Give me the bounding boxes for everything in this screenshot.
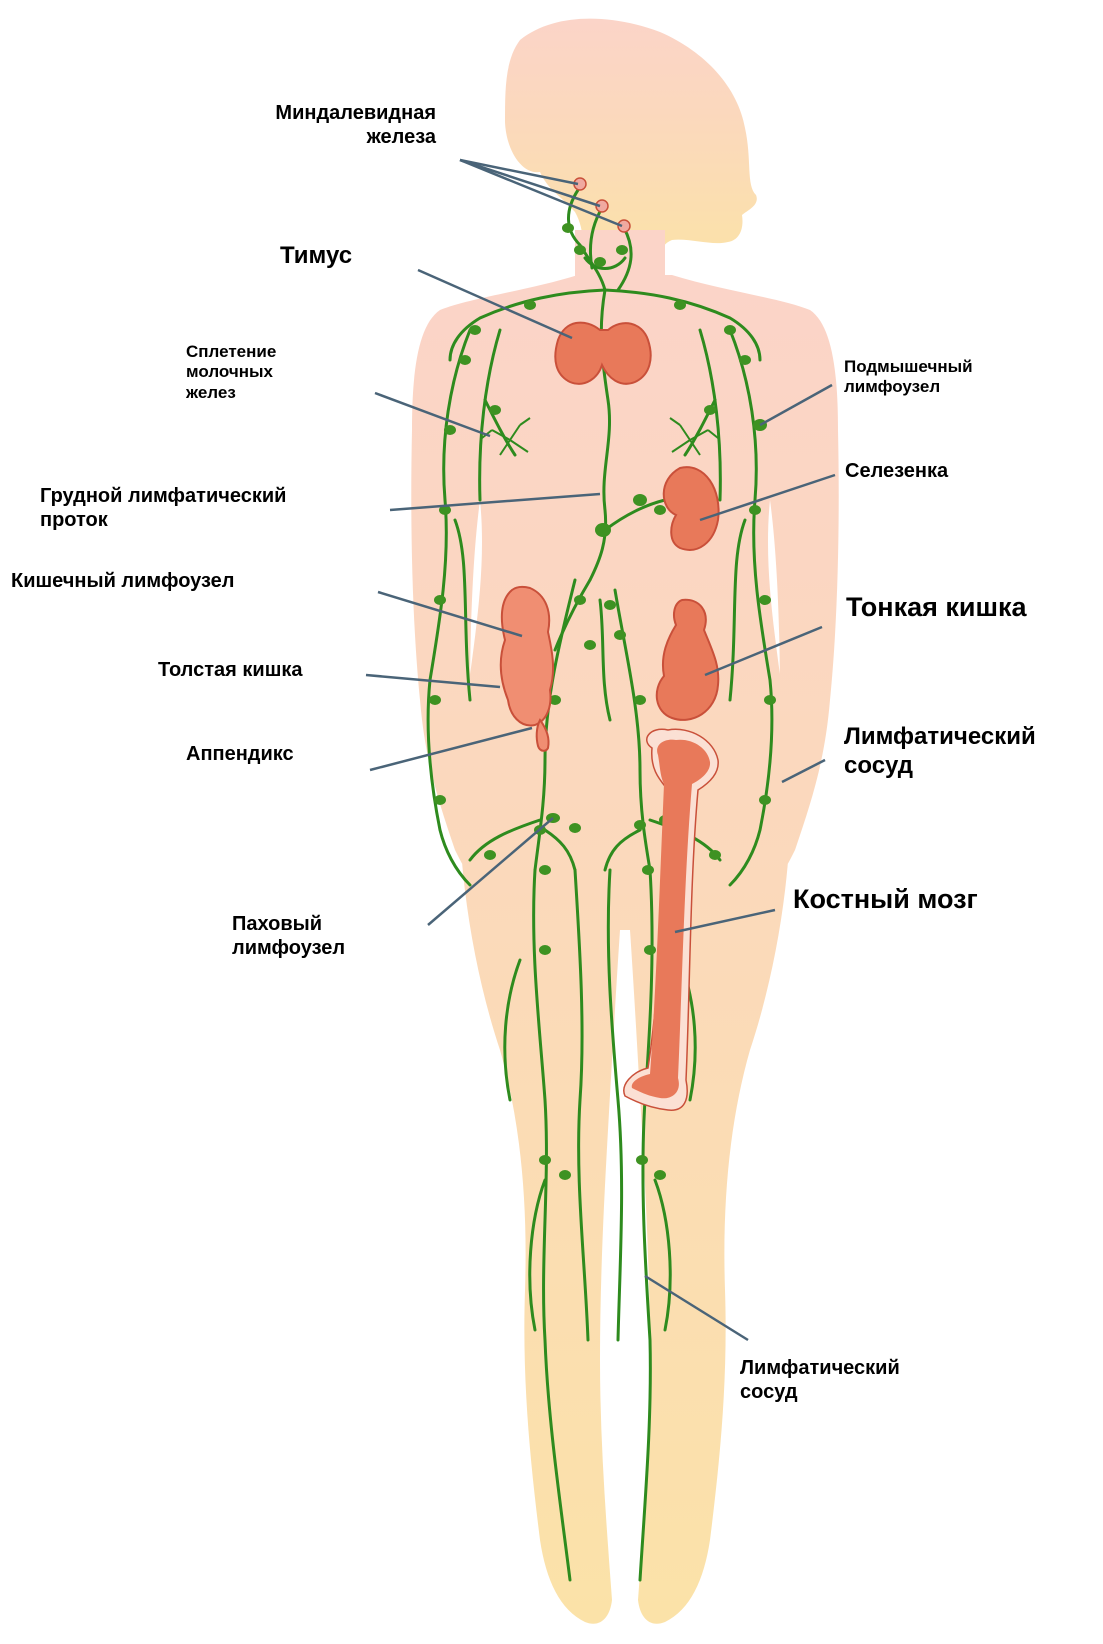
label-mammary-plexus: Сплетение молочных желез <box>186 342 276 403</box>
label-lymph-vessel-arm: Лимфатический сосуд <box>844 723 1036 781</box>
spleen-icon <box>664 467 719 550</box>
label-thymus: Тимус <box>280 242 352 271</box>
node-thoracic <box>595 523 611 537</box>
label-intestinal-node: Кишечный лимфоузел <box>11 569 235 593</box>
label-thoracic-duct: Грудной лимфатический проток <box>40 484 286 532</box>
label-tonsils: Миндалевидная железа <box>252 101 436 149</box>
label-large-intestine: Толстая кишка <box>158 658 303 682</box>
large-intestine-icon <box>501 587 553 725</box>
label-inguinal-node: Паховый лимфоузел <box>232 912 345 960</box>
label-bone-marrow: Костный мозг <box>793 883 978 915</box>
label-lymph-vessel-leg: Лимфатический сосуд <box>740 1356 900 1404</box>
torso <box>411 275 838 1624</box>
label-axillary-node: Подмышечный лимфоузел <box>844 357 973 398</box>
head <box>505 19 757 262</box>
label-appendix: Аппендикс <box>186 742 294 766</box>
label-small-intestine: Тонкая кишка <box>846 591 1027 623</box>
label-spleen: Селезенка <box>845 459 948 483</box>
